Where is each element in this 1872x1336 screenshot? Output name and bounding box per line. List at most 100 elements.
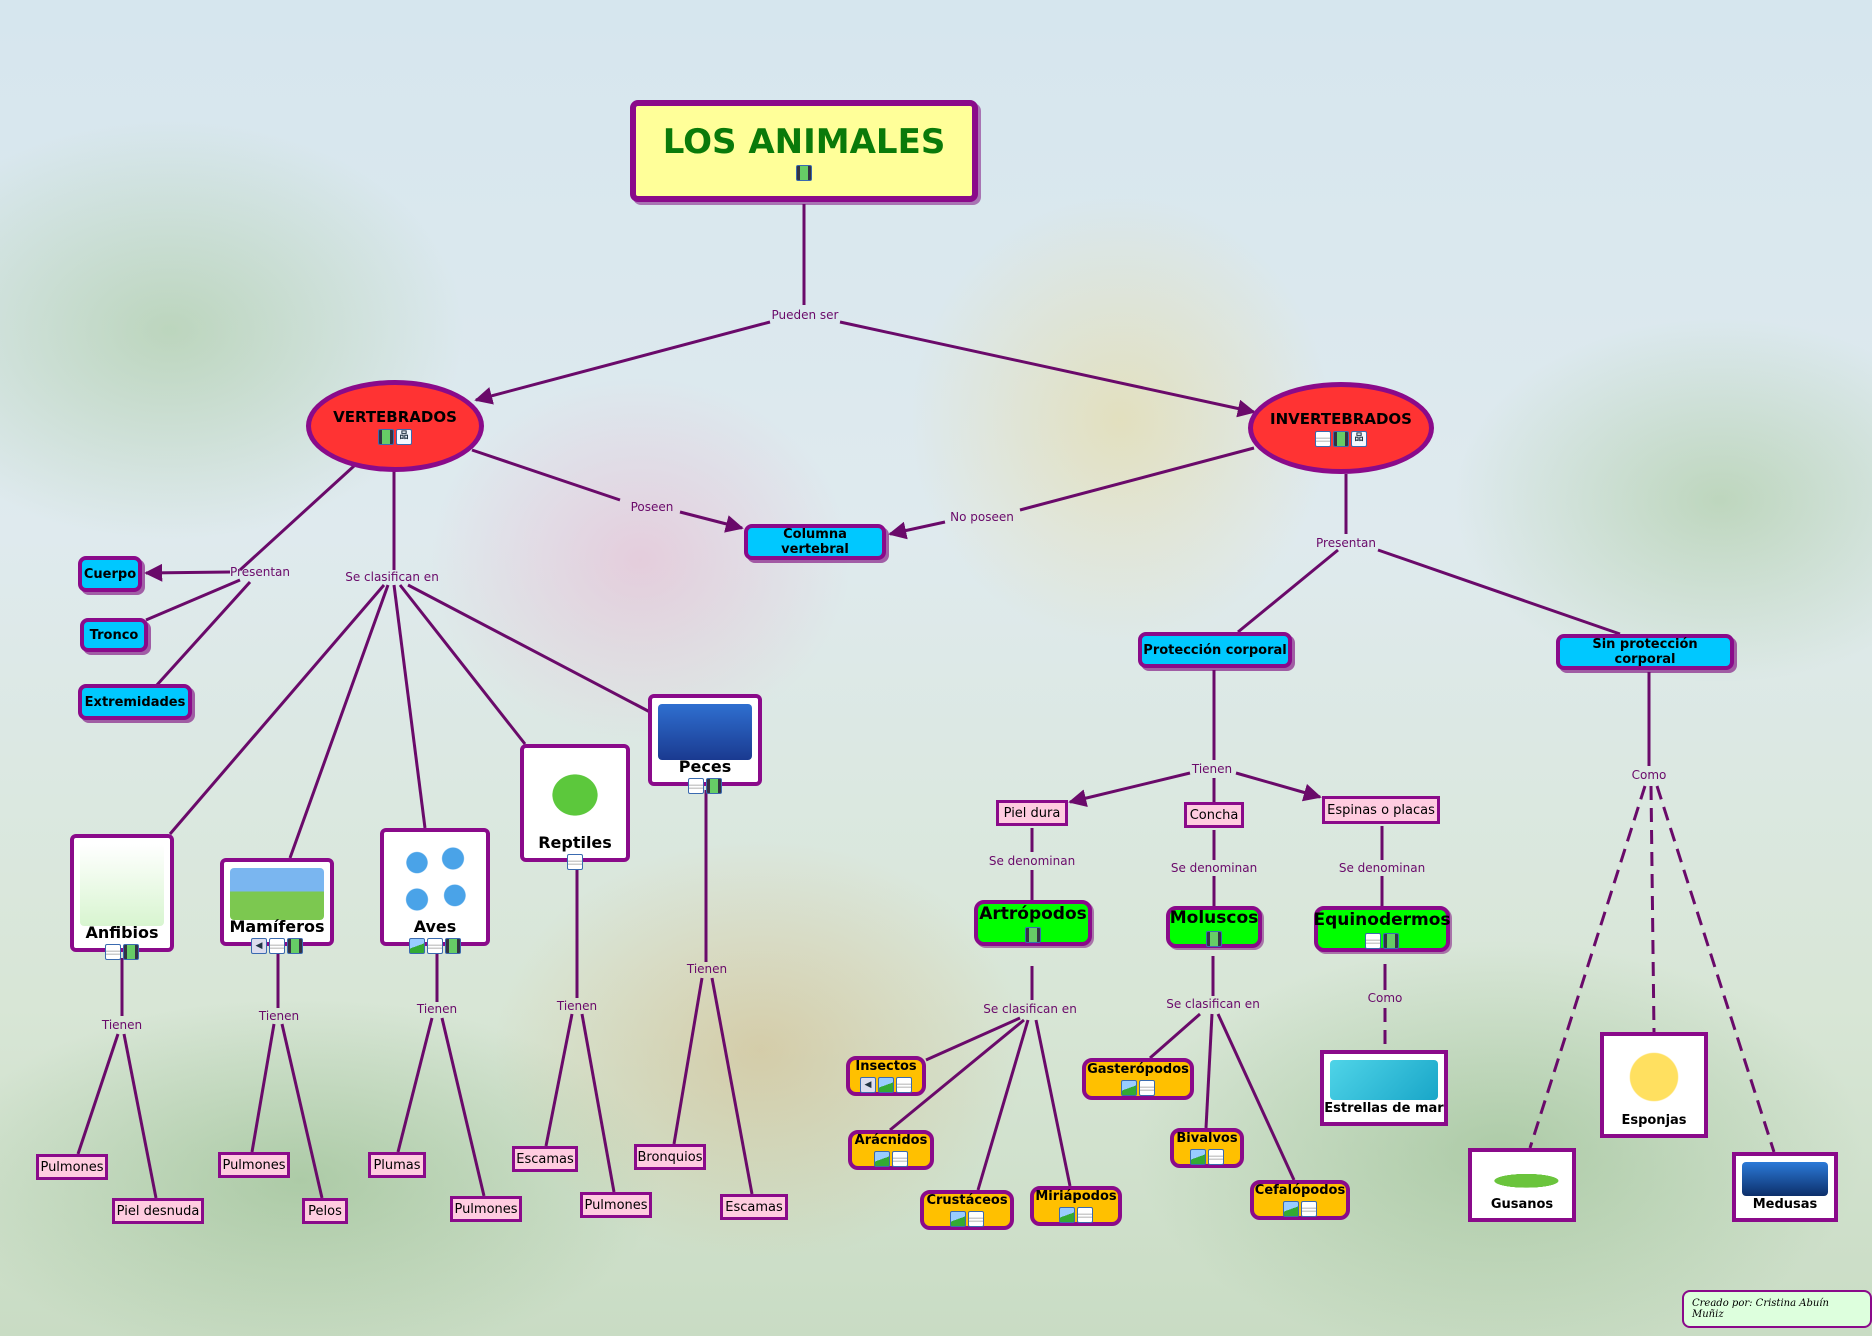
audio-icon[interactable]: ◀ xyxy=(251,938,267,954)
film-icon[interactable] xyxy=(1383,932,1399,949)
concept-image xyxy=(658,704,752,760)
concept-node-bivalvos[interactable]: Bivalvos xyxy=(1170,1128,1244,1168)
film-icon[interactable] xyxy=(796,164,812,181)
connector-line xyxy=(544,1013,574,1147)
film-icon[interactable] xyxy=(706,778,722,794)
image-icon[interactable] xyxy=(1190,1149,1206,1165)
document-icon[interactable] xyxy=(427,938,443,954)
document-icon[interactable] xyxy=(1365,932,1381,949)
connector-line xyxy=(888,520,946,540)
concept-node-moluscos[interactable]: Moluscos xyxy=(1166,906,1262,948)
concept-node-mamiferos[interactable]: Mamíferos ◀ xyxy=(220,858,334,954)
concept-label: Escamas xyxy=(725,1199,783,1215)
concept-map-icon[interactable]: 品 xyxy=(1351,430,1367,447)
concept-image xyxy=(1742,1162,1828,1196)
image-icon[interactable] xyxy=(1059,1207,1075,1223)
film-icon[interactable] xyxy=(445,938,461,954)
document-icon[interactable] xyxy=(1208,1149,1224,1165)
connector-line xyxy=(398,584,527,745)
resource-icons xyxy=(1121,1080,1155,1096)
concept-node-medusas[interactable]: Medusas xyxy=(1732,1152,1838,1222)
concept-node-aves-plumas[interactable]: Plumas xyxy=(368,1152,426,1178)
concept-node-mam-pulmones[interactable]: Pulmones xyxy=(218,1152,290,1178)
document-icon[interactable] xyxy=(892,1151,908,1167)
concept-node-cuerpo[interactable]: Cuerpo xyxy=(78,556,142,592)
concept-node-aves[interactable]: Aves xyxy=(380,828,490,954)
film-icon[interactable] xyxy=(378,428,394,445)
document-icon[interactable] xyxy=(688,778,704,794)
connector-line xyxy=(679,510,744,533)
concept-label: Plumas xyxy=(373,1157,421,1173)
concept-label: Sin protección corporal xyxy=(1592,637,1698,667)
concept-node-artropodos[interactable]: Artrópodos xyxy=(974,900,1092,946)
image-icon[interactable] xyxy=(1283,1201,1299,1217)
film-icon[interactable] xyxy=(1025,926,1041,943)
document-icon[interactable] xyxy=(1315,430,1331,447)
concept-node-root[interactable]: LOS ANIMALES xyxy=(630,100,978,202)
document-icon[interactable] xyxy=(269,938,285,954)
document-icon[interactable] xyxy=(1301,1201,1317,1217)
document-icon[interactable] xyxy=(567,854,583,870)
concept-node-gusanos[interactable]: Gusanos xyxy=(1468,1148,1576,1222)
concept-node-esponjas[interactable]: Esponjas xyxy=(1600,1032,1708,1138)
concept-node-insectos[interactable]: Insectos◀ xyxy=(846,1056,926,1096)
concept-node-gasteropodos[interactable]: Gasterópodos xyxy=(1082,1058,1194,1100)
film-icon[interactable] xyxy=(287,938,303,954)
concept-node-aracnidos[interactable]: Arácnidos xyxy=(848,1130,934,1170)
concept-node-rep-pulmones[interactable]: Pulmones xyxy=(580,1192,652,1218)
concept-node-pec-escamas[interactable]: Escamas xyxy=(720,1194,788,1220)
concept-node-concha[interactable]: Concha xyxy=(1184,802,1244,828)
connector-line xyxy=(1149,1012,1201,1060)
concept-node-crustaceos[interactable]: Crustáceos xyxy=(920,1190,1014,1230)
image-icon[interactable] xyxy=(409,938,425,954)
link-label-pueden-ser: Pueden ser xyxy=(771,308,839,322)
concept-node-equinodermos[interactable]: Equinodermos xyxy=(1313,906,1451,952)
resource-icons xyxy=(1059,1207,1093,1223)
audio-icon[interactable]: ◀ xyxy=(860,1077,876,1093)
connector-line xyxy=(672,977,704,1145)
image-icon[interactable] xyxy=(1121,1080,1137,1096)
image-icon[interactable] xyxy=(950,1211,966,1227)
image-icon[interactable] xyxy=(874,1151,890,1167)
film-icon[interactable] xyxy=(1206,930,1222,947)
concept-node-anf-piel[interactable]: Piel desnuda xyxy=(112,1198,204,1224)
concept-node-mam-pelos[interactable]: Pelos xyxy=(302,1198,348,1224)
concept-node-reptiles[interactable]: Reptiles xyxy=(520,744,630,870)
image-icon[interactable] xyxy=(878,1077,894,1093)
document-icon[interactable] xyxy=(1139,1080,1155,1096)
concept-node-anf-pulmones[interactable]: Pulmones xyxy=(36,1154,108,1180)
resource-icons xyxy=(1365,932,1399,949)
concept-node-estrellas[interactable]: Estrellas de mar xyxy=(1320,1050,1448,1126)
concept-map-icon[interactable]: 品 xyxy=(396,428,412,445)
concept-node-columna[interactable]: Columna vertebral xyxy=(744,524,886,560)
document-icon[interactable] xyxy=(968,1211,984,1227)
concept-node-sinproteccion[interactable]: Sin protección corporal xyxy=(1556,634,1734,670)
concept-node-anfibios[interactable]: Anfibios xyxy=(70,834,174,960)
document-icon[interactable] xyxy=(896,1077,912,1093)
connector-line xyxy=(1649,785,1656,1033)
concept-node-pec-bronquios[interactable]: Bronquios xyxy=(634,1144,706,1170)
film-icon[interactable] xyxy=(123,944,139,960)
concept-label: Mamíferos xyxy=(229,917,325,936)
film-icon[interactable] xyxy=(1333,430,1349,447)
document-icon[interactable] xyxy=(1077,1207,1093,1223)
concept-node-rep-escamas[interactable]: Escamas xyxy=(512,1146,578,1172)
connector-line xyxy=(238,464,356,572)
concept-label: Bronquios xyxy=(637,1149,703,1165)
concept-node-peces[interactable]: Peces xyxy=(648,694,762,794)
concept-node-aves-pulmones[interactable]: Pulmones xyxy=(450,1196,522,1222)
concept-node-proteccion[interactable]: Protección corporal xyxy=(1138,632,1292,668)
concept-label: Equinodermos xyxy=(1313,909,1451,930)
concept-node-espinas[interactable]: Espinas o placas xyxy=(1322,796,1440,824)
concept-node-pieldura[interactable]: Piel dura xyxy=(996,800,1068,826)
concept-label: Pelos xyxy=(308,1203,342,1219)
concept-label: Aves xyxy=(413,917,457,936)
concept-node-tronco[interactable]: Tronco xyxy=(80,618,148,652)
concept-node-miriapodos[interactable]: Miriápodos xyxy=(1030,1186,1122,1226)
document-icon[interactable] xyxy=(105,944,121,960)
concept-node-cefalopodos[interactable]: Cefalópodos xyxy=(1250,1180,1350,1220)
link-label-como-equi: Como xyxy=(1367,991,1403,1005)
concept-node-extremidades[interactable]: Extremidades xyxy=(78,684,192,720)
